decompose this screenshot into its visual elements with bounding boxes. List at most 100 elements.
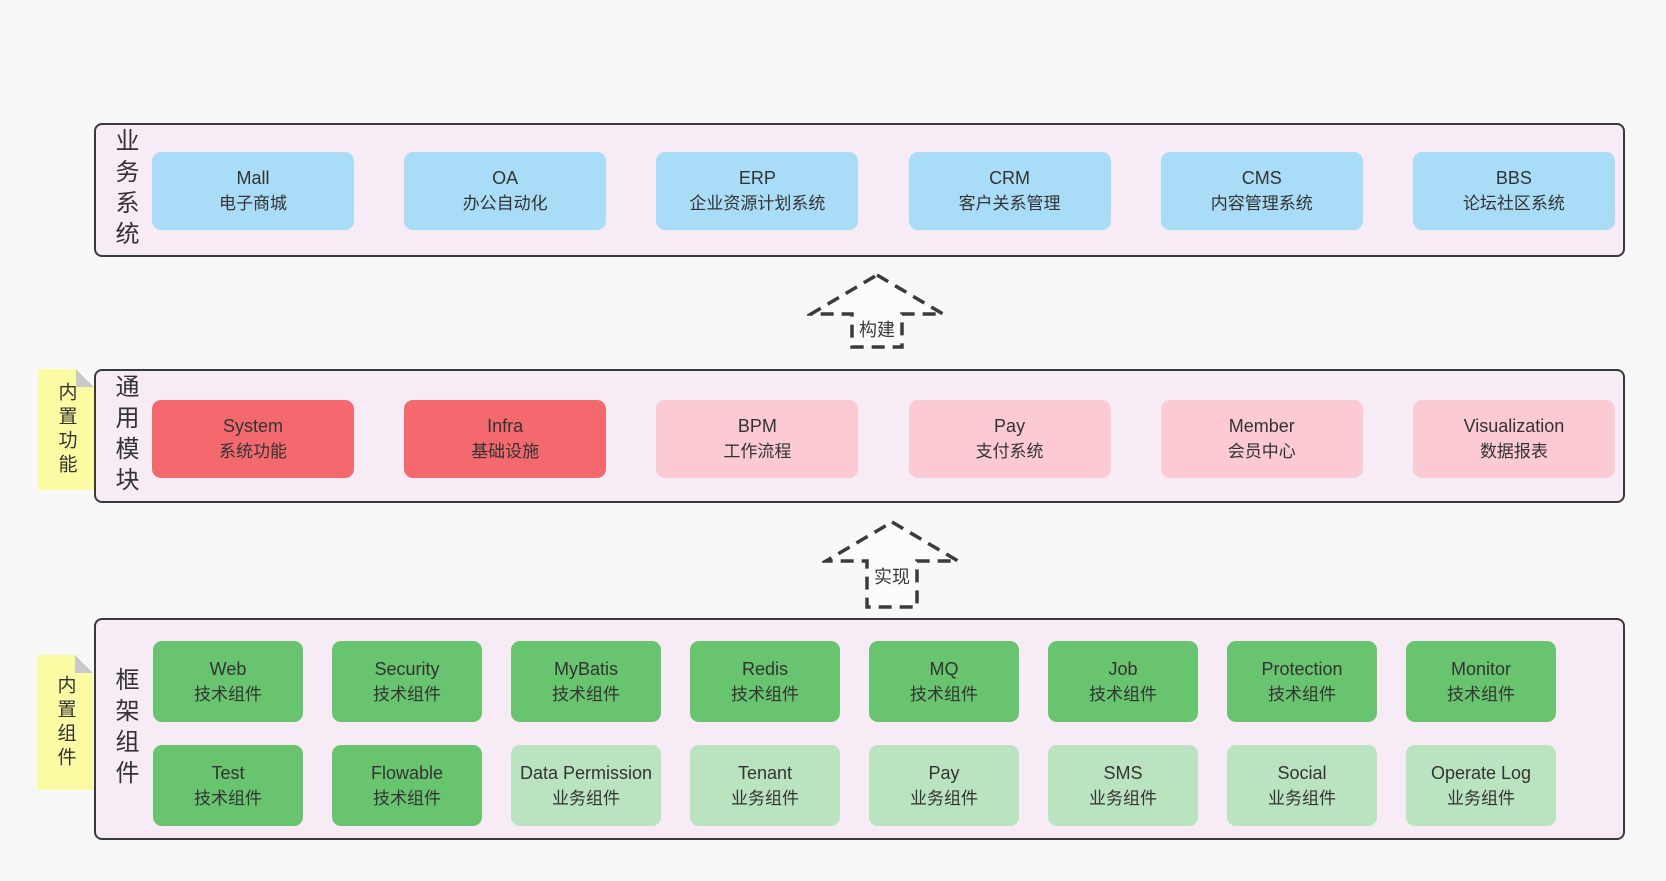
- band-business-systems-label: 业务系统: [111, 128, 138, 252]
- sticky-built-in-functions: 内置功能: [38, 369, 94, 490]
- box-subtitle: 论坛社区系统: [1462, 194, 1565, 213]
- box-subtitle: 技术组件: [910, 684, 978, 704]
- component-box-web: Web 技术组件: [153, 641, 303, 722]
- box-title: Web: [209, 658, 247, 679]
- box-title: Job: [1108, 658, 1138, 679]
- box-title: Pay: [994, 416, 1026, 436]
- component-box-pay: Pay 业务组件: [869, 745, 1019, 826]
- box-title: Pay: [928, 762, 960, 783]
- folded-corner-icon: [75, 655, 93, 673]
- box-subtitle: 企业资源计划系统: [689, 194, 826, 213]
- box-title: Test: [211, 762, 245, 783]
- band-common-modules: 通用模块 System 系统功能 Infra 基础设施 BPM 工作流程 Pay…: [94, 369, 1625, 503]
- box-subtitle: 数据报表: [1479, 442, 1548, 461]
- box-title: OA: [492, 168, 519, 188]
- box-title: Flowable: [370, 762, 444, 783]
- module-box-pay: Pay 支付系统: [908, 400, 1111, 478]
- box-subtitle: 客户关系管理: [958, 194, 1061, 213]
- component-box-mybatis: MyBatis 技术组件: [511, 641, 661, 722]
- box-title: SMS: [1103, 762, 1143, 783]
- box-title: Data Permission: [519, 762, 653, 783]
- box-title: Protection: [1261, 658, 1343, 679]
- band-framework-components: 框架组件 Web 技术组件 Security 技术组件 MyBatis 技术组件…: [94, 618, 1625, 840]
- implement-arrow: 实现: [822, 519, 962, 610]
- box-title: CRM: [989, 168, 1031, 188]
- box-subtitle: 技术组件: [1447, 684, 1515, 704]
- component-box-tenant: Tenant 业务组件: [690, 745, 840, 826]
- box-subtitle: 支付系统: [975, 442, 1044, 461]
- sticky-label: 内置组件: [54, 674, 76, 771]
- box-title: Infra: [487, 416, 524, 436]
- system-box-erp: ERP 企业资源计划系统: [656, 152, 859, 230]
- box-subtitle: 业务组件: [910, 788, 978, 808]
- box-subtitle: 业务组件: [1447, 788, 1515, 808]
- framework-components-row-1: Web 技术组件 Security 技术组件 MyBatis 技术组件 Redi…: [96, 641, 1623, 722]
- implement-arrow-label: 实现: [871, 563, 913, 589]
- box-title: CMS: [1241, 168, 1282, 188]
- box-title: BBS: [1495, 168, 1532, 188]
- system-box-mall: Mall 电子商城: [152, 152, 354, 230]
- box-subtitle: 办公自动化: [462, 194, 548, 213]
- box-subtitle: 系统功能: [219, 442, 287, 461]
- box-title: Social: [1277, 762, 1327, 783]
- box-subtitle: 内容管理系统: [1210, 194, 1313, 213]
- component-box-monitor: Monitor 技术组件: [1406, 641, 1556, 722]
- business-systems-row: Mall 电子商城 OA 办公自动化 ERP 企业资源计划系统 CRM 客户关系…: [96, 152, 1623, 230]
- sticky-label: 内置功能: [55, 381, 77, 478]
- component-box-operate-log: Operate Log 业务组件: [1406, 745, 1556, 826]
- box-title: ERP: [738, 168, 776, 188]
- component-box-sms: SMS 业务组件: [1048, 745, 1198, 826]
- box-title: Member: [1228, 416, 1295, 436]
- box-subtitle: 业务组件: [552, 788, 620, 808]
- module-box-bpm: BPM 工作流程: [656, 400, 859, 478]
- box-subtitle: 业务组件: [731, 788, 799, 808]
- build-arrow: 构建: [807, 272, 947, 350]
- component-box-test: Test 技术组件: [153, 745, 303, 826]
- box-subtitle: 技术组件: [194, 684, 262, 704]
- box-title: Mall: [236, 168, 270, 188]
- component-box-data-permission: Data Permission 业务组件: [511, 745, 661, 826]
- box-subtitle: 业务组件: [1089, 788, 1157, 808]
- system-box-oa: OA 办公自动化: [404, 152, 607, 230]
- up-arrow-dashed-icon: [807, 272, 947, 349]
- band-common-modules-label: 通用模块: [111, 374, 138, 498]
- band-framework-components-label: 框架组件: [111, 667, 138, 791]
- framework-components-row-2: Test 技术组件 Flowable 技术组件 Data Permission …: [96, 745, 1623, 826]
- box-subtitle: 技术组件: [1268, 684, 1336, 704]
- component-box-social: Social 业务组件: [1227, 745, 1377, 826]
- box-subtitle: 工作流程: [723, 442, 792, 461]
- band-business-systems: 业务系统 Mall 电子商城 OA 办公自动化 ERP 企业资源计划系统 CRM…: [94, 123, 1625, 257]
- box-subtitle: 技术组件: [373, 788, 441, 808]
- box-subtitle: 技术组件: [373, 684, 441, 704]
- box-title: MQ: [929, 658, 959, 679]
- component-box-job: Job 技术组件: [1048, 641, 1198, 722]
- module-box-system: System 系统功能: [152, 400, 354, 478]
- component-box-protection: Protection 技术组件: [1227, 641, 1377, 722]
- common-modules-row: System 系统功能 Infra 基础设施 BPM 工作流程 Pay 支付系统…: [96, 400, 1623, 478]
- component-box-security: Security 技术组件: [332, 641, 482, 722]
- system-box-bbs: BBS 论坛社区系统: [1412, 152, 1615, 230]
- box-subtitle: 技术组件: [731, 684, 799, 704]
- box-subtitle: 基础设施: [471, 442, 540, 461]
- box-title: BPM: [737, 416, 777, 436]
- box-title: MyBatis: [553, 658, 618, 679]
- component-box-mq: MQ 技术组件: [869, 641, 1019, 722]
- module-box-infra: Infra 基础设施: [404, 400, 607, 478]
- box-subtitle: 技术组件: [1089, 684, 1157, 704]
- sticky-built-in-components: 内置组件: [37, 655, 93, 790]
- component-box-redis: Redis 技术组件: [690, 641, 840, 722]
- component-box-flowable: Flowable 技术组件: [332, 745, 482, 826]
- box-title: Tenant: [737, 762, 793, 783]
- box-subtitle: 技术组件: [552, 684, 620, 704]
- system-box-cms: CMS 内容管理系统: [1160, 152, 1363, 230]
- box-title: Operate Log: [1430, 762, 1532, 783]
- box-title: Security: [374, 658, 440, 679]
- box-subtitle: 业务组件: [1268, 788, 1336, 808]
- module-box-member: Member 会员中心: [1160, 400, 1363, 478]
- box-title: Visualization: [1463, 416, 1565, 436]
- box-subtitle: 电子商城: [219, 194, 287, 213]
- folded-corner-icon: [76, 369, 94, 387]
- box-title: Monitor: [1450, 658, 1512, 679]
- system-box-crm: CRM 客户关系管理: [908, 152, 1111, 230]
